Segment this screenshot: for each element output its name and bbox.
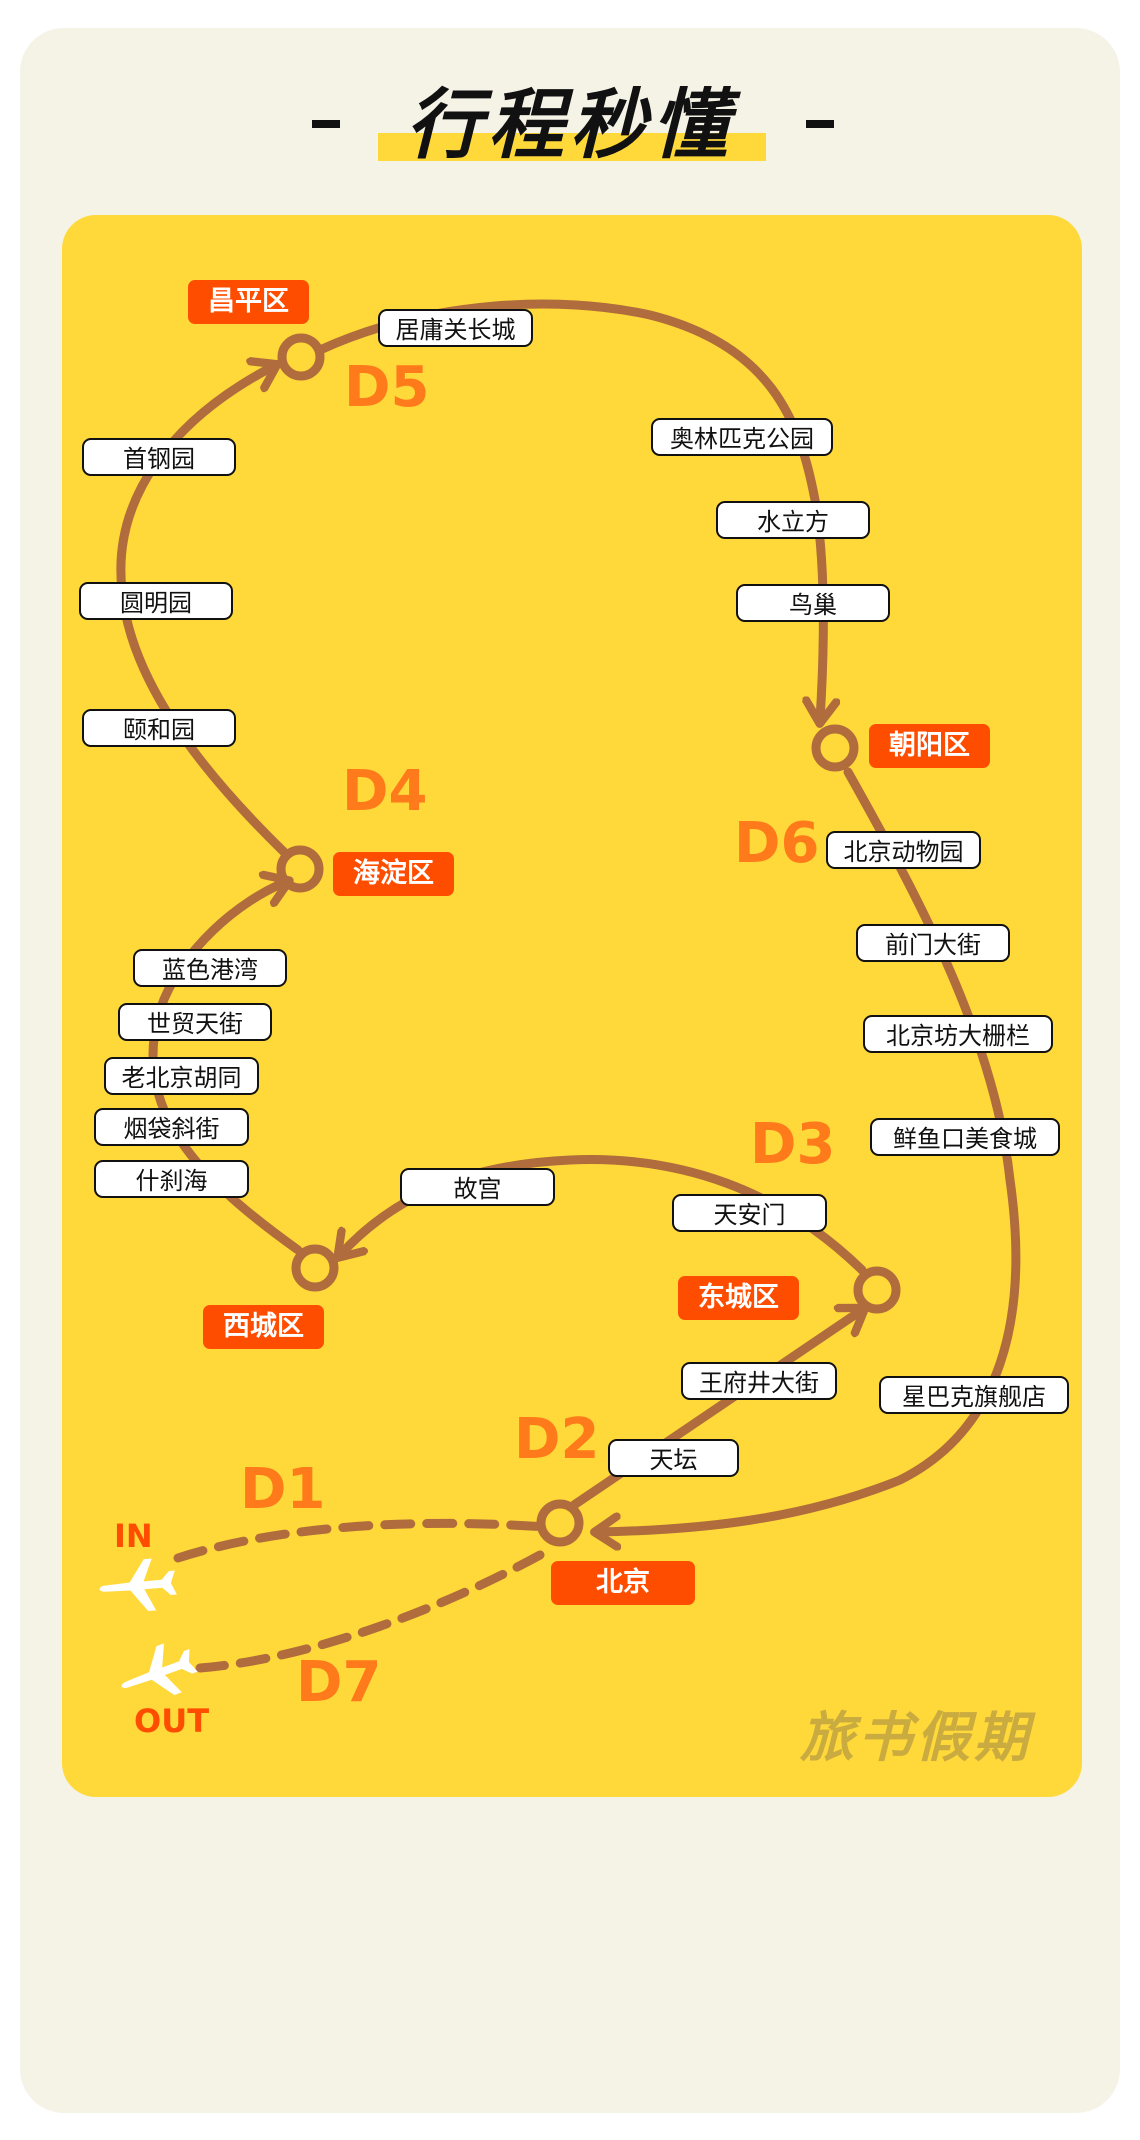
district-tag-chaoyang: 朝阳区 [869, 724, 990, 768]
spot-lanse: 蓝色港湾 [133, 949, 287, 987]
stop-marker-beijing [536, 1499, 584, 1547]
spot-yiheyuan: 颐和园 [82, 709, 236, 747]
airplane-icon-out [121, 1643, 198, 1696]
district-tag-haidian: 海淀区 [333, 852, 454, 896]
spot-dongwuyuan: 北京动物园 [826, 831, 981, 869]
district-tag-changping: 昌平区 [188, 280, 309, 324]
spot-qianmen: 前门大街 [856, 924, 1010, 962]
day-label-d7: D7 [296, 1650, 382, 1715]
day-label-d1: D1 [240, 1457, 326, 1522]
spot-juyongguan: 居庸关长城 [378, 309, 533, 347]
stop-marker-xicheng [291, 1244, 339, 1292]
spot-laobeijing: 老北京胡同 [104, 1057, 259, 1095]
title-highlight [378, 133, 766, 161]
airplane-icon-in [99, 1558, 177, 1612]
brand-watermark: 旅书假期 [800, 1706, 1032, 1769]
day-label-d5: D5 [344, 355, 430, 420]
day-label-d3: D3 [750, 1112, 836, 1177]
day-label-d2: D2 [514, 1407, 600, 1472]
spot-shichahai: 什刹海 [94, 1160, 249, 1198]
spot-gugong: 故宫 [400, 1168, 555, 1206]
stop-marker-dongcheng [853, 1266, 901, 1314]
route-d1-dashed [173, 1518, 550, 1563]
spot-xingbake: 星巴克旗舰店 [879, 1376, 1069, 1414]
spot-xianyukou: 鲜鱼口美食城 [870, 1118, 1060, 1156]
spot-yandai: 烟袋斜街 [94, 1108, 249, 1146]
spot-yuanmingyuan: 圆明园 [79, 582, 233, 620]
spot-tiananmen: 天安门 [672, 1194, 827, 1232]
route-d7-dashed [195, 1550, 545, 1673]
spot-beijingfang: 北京坊大栅栏 [863, 1015, 1053, 1053]
flight-out-label: OUT [134, 1702, 210, 1740]
spot-tiantan: 天坛 [608, 1439, 739, 1477]
district-tag-dongcheng: 东城区 [678, 1276, 799, 1320]
stop-marker-chaoyang [811, 724, 859, 772]
district-tag-beijing: 北京 [551, 1561, 695, 1605]
spot-shuilifang: 水立方 [716, 501, 870, 539]
day-label-d6: D6 [734, 811, 820, 876]
flight-in-label: IN [114, 1517, 153, 1555]
title-area: 行程秒懂 [0, 70, 1140, 180]
spot-niaochao: 鸟巢 [736, 584, 890, 622]
title-dash-left [312, 120, 340, 128]
district-tag-xicheng: 西城区 [203, 1305, 324, 1349]
spot-shougangyuan: 首钢园 [82, 438, 236, 476]
day-label-d4: D4 [342, 759, 428, 824]
stop-marker-haidian [276, 845, 324, 893]
title-dash-right [806, 120, 834, 128]
spot-aolinpike: 奥林匹克公园 [651, 418, 833, 456]
stop-marker-changping [277, 333, 325, 381]
spot-wangfujing: 王府井大街 [681, 1362, 837, 1400]
spot-shimao: 世贸天街 [118, 1003, 272, 1041]
page-title: 行程秒懂 [406, 80, 734, 169]
